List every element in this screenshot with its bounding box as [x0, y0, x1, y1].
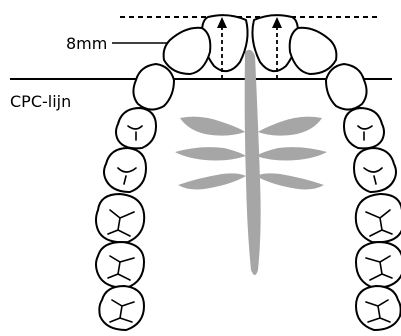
ruga-left-3	[178, 173, 246, 189]
tooth-molar-2-right	[356, 242, 401, 288]
ruga-right-1	[258, 117, 322, 136]
tooth-premolar-2-left	[104, 148, 146, 192]
cpc-line-label: CPC-lijn	[10, 92, 71, 111]
tooth-canine-left	[133, 64, 174, 110]
tooth-canine-right	[326, 64, 367, 110]
palate	[175, 50, 327, 275]
tooth-premolar-2-right	[354, 148, 396, 192]
ruga-right-3	[256, 173, 324, 189]
palatal-raphe	[245, 50, 261, 275]
tooth-lateral-incisor-left	[164, 28, 211, 74]
ruga-left-2	[175, 147, 246, 160]
measurement-label: 8mm	[66, 34, 107, 53]
ruga-left-1	[180, 117, 245, 136]
ruga-right-2	[256, 147, 327, 160]
tooth-lateral-incisor-right	[290, 28, 337, 74]
